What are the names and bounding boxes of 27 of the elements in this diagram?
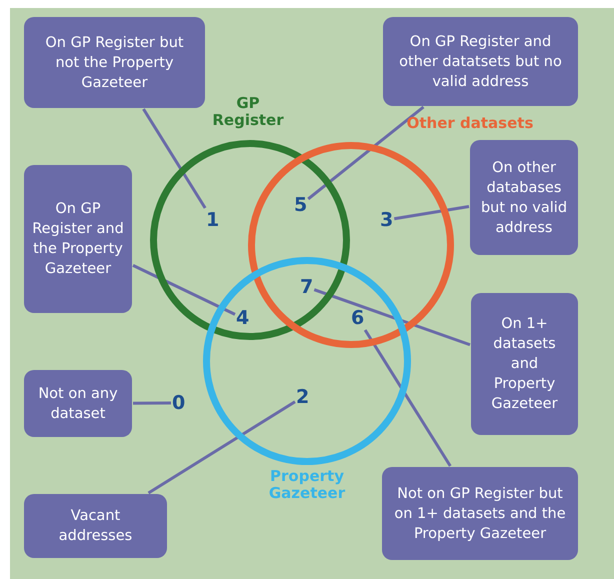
region-number: 2: [296, 386, 310, 408]
region-number: 6: [351, 307, 364, 329]
region-number: 5: [294, 194, 308, 216]
leader-line: [364, 329, 452, 467]
callout-box: On GP Register but not the Property Gazeteer: [24, 17, 205, 108]
leader-line: [133, 402, 171, 405]
leader-line: [148, 400, 296, 494]
callout-box: On 1+ datasets and Property Gazeteer: [471, 293, 578, 435]
region-number: 3: [380, 209, 394, 231]
region-number: 7: [300, 276, 314, 298]
leader-line: [307, 106, 424, 200]
callout-box: Vacant addresses: [24, 494, 167, 558]
set-label: Property Gazeteer: [268, 468, 346, 502]
region-number: 0: [172, 392, 186, 414]
leader-line: [142, 108, 206, 209]
set-label: GP Register: [211, 95, 285, 129]
callout-box: Not on GP Register but on 1+ datasets and the Property Gazeteer: [382, 467, 578, 560]
leader-line: [314, 288, 470, 346]
callout-box: Not on any dataset: [24, 370, 132, 437]
region-number: 1: [206, 209, 220, 231]
region-number: 4: [236, 307, 250, 329]
callout-box: On GP Register and other datatsets but no valid address: [383, 17, 578, 106]
leader-line: [132, 264, 236, 316]
callout-box: On other databases but no valid address: [470, 140, 578, 255]
set-label: Other datasets: [406, 115, 534, 132]
callout-box: On GP Register and the Property Gazeteer: [24, 165, 132, 313]
leader-line: [394, 205, 470, 220]
